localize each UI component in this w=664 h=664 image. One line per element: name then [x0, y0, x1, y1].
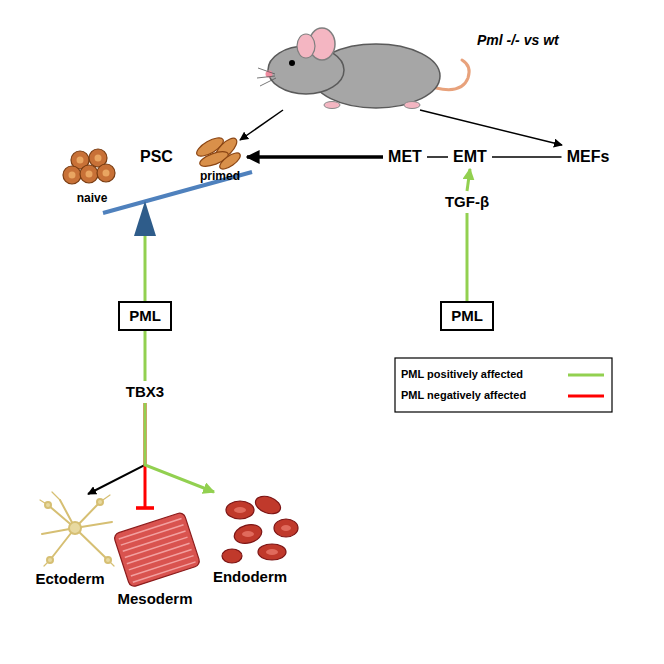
process-label: EMT: [448, 145, 492, 169]
node-text: PML: [450, 307, 484, 325]
mouse-tail: [436, 60, 469, 90]
arrow-connector: [145, 403, 214, 492]
legend-frame: [395, 358, 612, 412]
germ-layer-node: Endoderm: [200, 492, 300, 588]
node-text: EMT: [452, 147, 488, 166]
legend-entry: PML negatively affected: [401, 389, 526, 402]
node-text: PSC: [140, 147, 173, 166]
legend-text: PML positively affected: [401, 368, 523, 380]
mouse-foot: [324, 102, 340, 109]
node-text: MEFs: [566, 147, 611, 166]
pml-fulcrum-line: [144, 236, 147, 301]
neuron-illustration: [40, 492, 114, 566]
cell-state-label: primed: [200, 169, 240, 183]
node-text: MET: [387, 147, 423, 166]
arrow-connector: [466, 213, 469, 301]
protein-box: PML: [440, 301, 494, 331]
arrow-connector: [88, 403, 145, 494]
legend-text: PML negatively affected: [401, 389, 526, 401]
cell-type-label: MEFs: [562, 145, 615, 169]
seesaw-symbol: [103, 172, 252, 301]
primed-cells: [194, 134, 243, 172]
arrow-connector: [427, 156, 448, 158]
muscle-illustration: [113, 512, 201, 588]
node-text: PML: [128, 307, 162, 325]
mouse-node: Pml -/- vs wt: [255, 18, 610, 110]
germ-layer-node: Mesoderm: [100, 508, 210, 610]
mouse-illustration: [257, 28, 469, 109]
node-text: Ectoderm: [35, 570, 104, 588]
mouse-whiskers: [257, 68, 276, 86]
legend-entry: PML positively affected: [401, 368, 523, 381]
seesaw-fulcrum: [134, 201, 156, 236]
arrow-connector: [467, 169, 470, 191]
mouse-foot: [404, 102, 420, 109]
node-text: Mesoderm: [117, 590, 192, 608]
cell-state-label: naive: [77, 191, 108, 205]
naive-cells: [63, 149, 115, 184]
arrow-connector: [240, 110, 283, 140]
blood-cells-illustration: [222, 493, 298, 563]
arrow-connector: [420, 110, 562, 145]
arrow-connector: [492, 156, 562, 158]
node-text: Endoderm: [213, 568, 287, 586]
process-label: MET: [383, 145, 427, 169]
mouse-ear: [297, 34, 315, 58]
protein-box: PML: [118, 301, 172, 331]
arrow-connector: [247, 155, 383, 159]
legend-line-sample: [568, 395, 604, 398]
node-text: Pml -/- vs wt: [477, 32, 559, 49]
gene-label: TBX3: [121, 381, 170, 403]
germ-layer-node: Ectoderm: [15, 494, 125, 590]
factor-label: TGF-β: [440, 191, 495, 213]
mouse-eye: [289, 60, 295, 66]
arrow-connector: [144, 331, 147, 381]
node-text: TBX3: [125, 383, 166, 401]
node-text: TGF-β: [444, 193, 491, 211]
legend-line-sample: [568, 374, 604, 377]
